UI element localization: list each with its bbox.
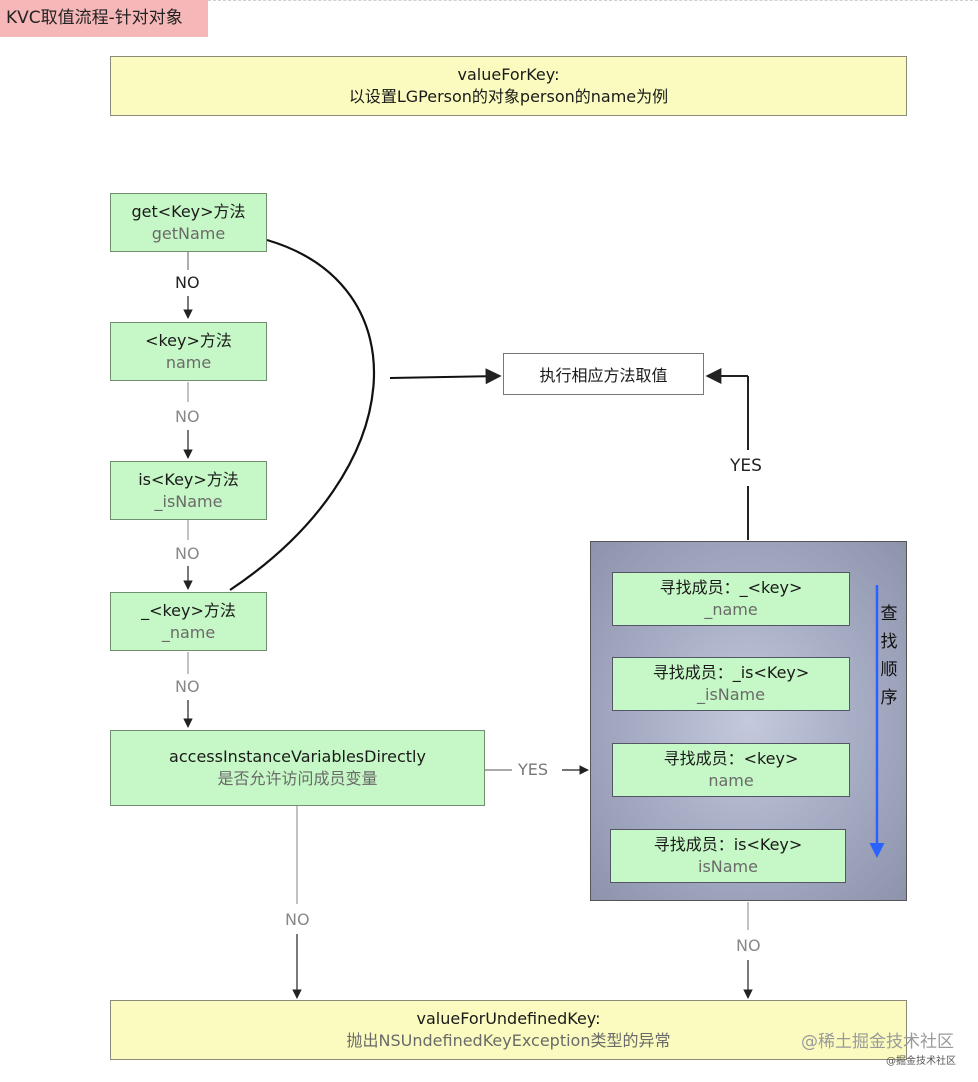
execute-method-box: 执行相应方法取值: [503, 353, 704, 395]
member-underscore-key-title: 寻找成员：_<key>: [659, 578, 803, 597]
step-key: <key>方法 name: [110, 322, 267, 381]
label-yes-members: YES: [728, 456, 764, 476]
label-no-members: NO: [734, 936, 763, 956]
label-no-4: NO: [173, 677, 202, 697]
member-underscore-is-key-sub: _isName: [697, 685, 765, 704]
edge-to-execute: [389, 368, 502, 385]
step-underscore-key-sub: _name: [161, 622, 216, 642]
step-is-key: is<Key>方法 _isName: [110, 461, 267, 520]
member-key-sub: name: [708, 771, 754, 790]
undefined-key-title: valueForUndefinedKey:: [416, 1009, 601, 1028]
step-get-key-title: get<Key>方法: [131, 201, 246, 221]
section-title: KVC取值流程-针对对象: [6, 8, 183, 28]
watermark: @稀土掘金技术社区: [801, 1032, 954, 1052]
label-yes-access: YES: [516, 760, 551, 780]
value-for-undefined-key-box: valueForUndefinedKey: 抛出NSUndefinedKeyEx…: [110, 1000, 907, 1060]
step-key-title: <key>方法: [145, 330, 232, 350]
execute-label: 执行相应方法取值: [539, 366, 668, 385]
member-is-key: 寻找成员：is<Key> isName: [610, 829, 846, 883]
value-for-key-title: valueForKey:: [457, 65, 560, 84]
member-is-key-sub: isName: [698, 857, 758, 876]
member-underscore-is-key: 寻找成员：_is<Key> _isName: [612, 657, 850, 711]
step-is-key-sub: _isName: [154, 491, 223, 511]
undefined-key-subtitle: 抛出NSUndefinedKeyException类型的异常: [346, 1031, 671, 1050]
step-underscore-key: _<key>方法 _name: [110, 592, 267, 651]
member-underscore-is-key-title: 寻找成员：_is<Key>: [652, 663, 810, 682]
access-title: accessInstanceVariablesDirectly: [169, 747, 426, 766]
member-underscore-key: 寻找成员：_<key> _name: [612, 572, 850, 626]
step-get-key: get<Key>方法 getName: [110, 193, 267, 252]
label-no-2: NO: [173, 407, 202, 427]
member-is-key-title: 寻找成员：is<Key>: [653, 835, 803, 854]
member-key-title: 寻找成员：<key>: [663, 749, 799, 768]
search-order-label: 查 找 顺 序: [880, 604, 898, 708]
value-for-key-subtitle: 以设置LGPerson的对象person的name为例: [348, 87, 669, 106]
section-tag: KVC取值流程-针对对象: [0, 0, 208, 37]
step-get-key-sub: getName: [151, 223, 226, 243]
member-underscore-key-sub: _name: [704, 600, 758, 619]
curve-methods: [229, 238, 376, 591]
step-is-key-title: is<Key>方法: [138, 469, 239, 489]
access-instance-variables-box: accessInstanceVariablesDirectly 是否允许访问成员…: [110, 730, 485, 806]
label-no-1: NO: [173, 273, 202, 293]
value-for-key-box: valueForKey: 以设置LGPerson的对象person的name为例: [110, 56, 907, 116]
top-divider: [208, 0, 978, 1]
step-key-sub: name: [165, 352, 212, 372]
watermark-small: @掘金技术社区: [886, 1056, 956, 1067]
step-underscore-key-title: _<key>方法: [141, 600, 236, 620]
label-no-access: NO: [283, 910, 312, 930]
access-sub: 是否允许访问成员变量: [217, 769, 378, 788]
member-key: 寻找成员：<key> name: [612, 743, 850, 797]
label-no-3: NO: [173, 544, 202, 564]
